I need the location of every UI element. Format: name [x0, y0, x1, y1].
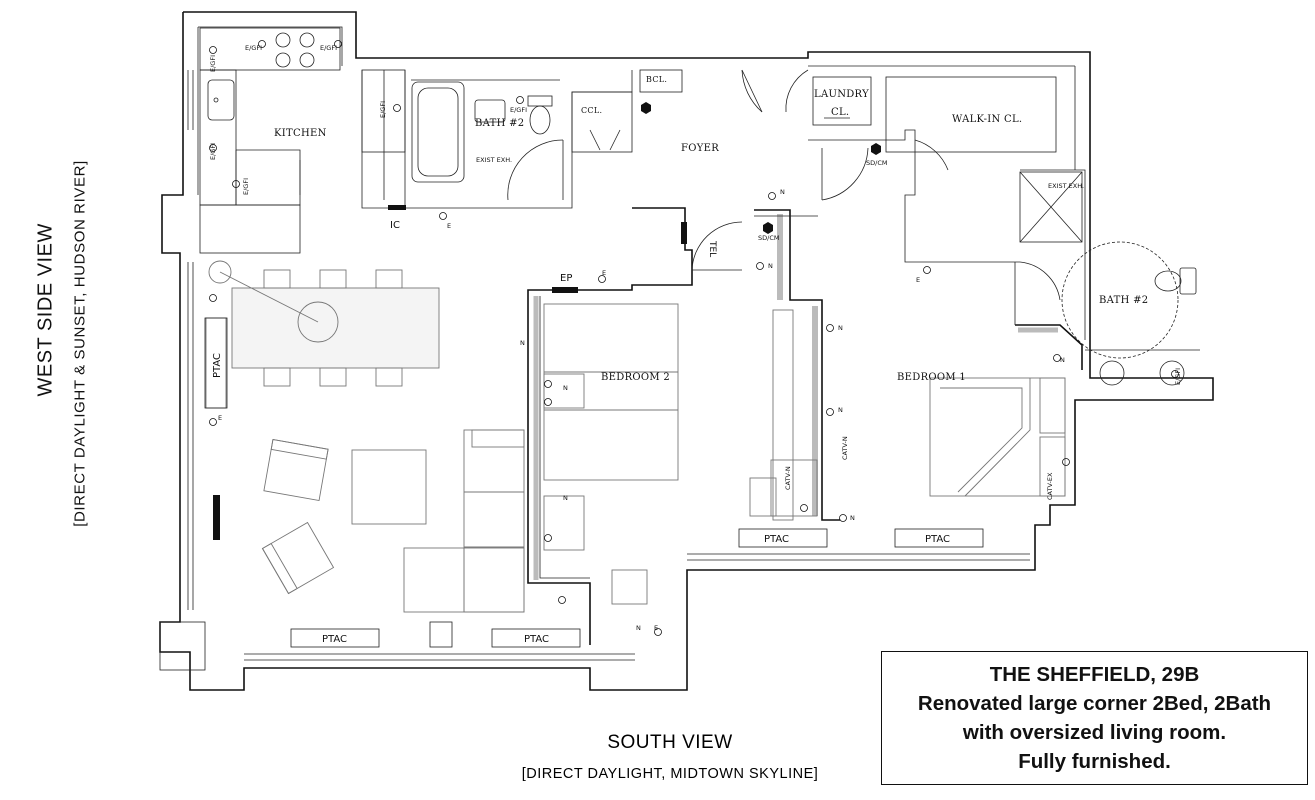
- foyer-label: FOYER: [681, 143, 719, 154]
- sdcm-label-1: SD/CM: [866, 159, 887, 167]
- laundry-label: LAUNDRY: [814, 89, 869, 100]
- listing-line-3: with oversized living room.: [962, 721, 1227, 744]
- ptac-label-1: PTAC: [322, 634, 347, 645]
- n-label-1: N: [780, 188, 785, 196]
- bedroom1-furniture: [749, 377, 1066, 517]
- ccl-label: CCL.: [581, 106, 602, 115]
- kitchen-fixtures: [199, 27, 406, 254]
- listing-title: THE SHEFFIELD, 29B: [989, 663, 1200, 686]
- egfi-label-5: E/GFI: [242, 178, 250, 195]
- west-view-subtitle: [DIRECT DAYLIGHT & SUNSET, HUDSON RIVER]: [71, 160, 89, 527]
- ptac-units: [204, 317, 984, 648]
- catv-label-2: CATV-N: [784, 466, 792, 490]
- exterior-walls: [159, 11, 1214, 691]
- ep-label: EP: [560, 273, 572, 284]
- walkin-label: WALK-IN CL.: [952, 114, 1022, 125]
- bcl-label: BCL.: [646, 75, 667, 84]
- egfi-label-3: E/GFI: [209, 55, 217, 72]
- listing-line-4: Fully furnished.: [1018, 750, 1171, 773]
- listing-info-box: THE SHEFFIELD, 29B Renovated large corne…: [881, 651, 1308, 785]
- south-view-subtitle: [DIRECT DAYLIGHT, MIDTOWN SKYLINE]: [521, 766, 819, 782]
- living-furniture: [205, 260, 525, 613]
- e-label-2: E: [447, 222, 451, 230]
- ptac-label-5: PTAC: [212, 353, 223, 378]
- n-label-5: N: [850, 514, 855, 522]
- laundry-cl-label: CL.: [831, 107, 849, 118]
- ic-label: IC: [390, 220, 400, 231]
- e-label-5: E: [654, 624, 658, 632]
- bath-left-fixtures: [411, 81, 564, 201]
- catvex-label: CATV-EX: [1046, 472, 1054, 500]
- n-label-2: N: [768, 262, 773, 270]
- bath-right-fixtures: [1061, 241, 1200, 386]
- west-view-title: WEST SIDE VIEW: [34, 223, 57, 397]
- tel-label: TEL: [707, 240, 717, 257]
- ptac-label-2: PTAC: [524, 634, 549, 645]
- south-view-title: SOUTH VIEW: [607, 732, 733, 753]
- n-label-3: N: [838, 324, 843, 332]
- bedroom2-furniture: [543, 303, 794, 605]
- egfi-label-1: E/GFI: [245, 44, 262, 52]
- bath-right-label: BATH #2: [1099, 295, 1148, 306]
- egfi-label-6: E/GFI: [379, 101, 387, 118]
- ptac-label-3: PTAC: [764, 534, 789, 545]
- kitchen-label: KITCHEN: [274, 128, 327, 139]
- listing-line-2: Renovated large corner 2Bed, 2Bath: [917, 692, 1272, 715]
- bedroom2-label: BEDROOM 2: [601, 372, 670, 383]
- smoke-detectors: [641, 102, 881, 234]
- interior-walls: [361, 69, 1086, 645]
- n-label-10: N: [636, 624, 641, 632]
- bedroom1-label: BEDROOM 1: [897, 372, 966, 383]
- n-label-7: N: [563, 384, 568, 392]
- outlet-symbols: [209, 40, 1179, 636]
- n-label-4: N: [838, 406, 843, 414]
- exist-exh-label-2: EXIST EXH.: [1048, 182, 1084, 190]
- ptac-label-4: PTAC: [925, 534, 950, 545]
- doors: [589, 69, 1061, 301]
- n-label-6: N: [520, 339, 525, 347]
- catv-label-1: CATV-N: [841, 436, 849, 460]
- fixture-labels: E/GFI E/GFI E/GFI E/GFI E/GFI E/GFI E/GF…: [209, 44, 1182, 632]
- n-label-9: N: [1060, 356, 1065, 364]
- bath-left-label: BATH #2: [475, 118, 524, 129]
- e-label-4: E: [218, 414, 222, 422]
- e-label-3: E: [916, 276, 920, 284]
- egfi-label-7: E/GFI: [510, 106, 527, 114]
- sdcm-label-2: SD/CM: [758, 234, 779, 242]
- egfi-label-2: E/GFI: [320, 44, 337, 52]
- exist-exh-label-1: EXIST EXH.: [476, 156, 512, 164]
- n-label-8: N: [563, 494, 568, 502]
- e-label-1: E: [602, 269, 606, 277]
- room-labels: KITCHEN BATH #2 CCL. BCL. FOYER LAUNDRY …: [212, 75, 1148, 645]
